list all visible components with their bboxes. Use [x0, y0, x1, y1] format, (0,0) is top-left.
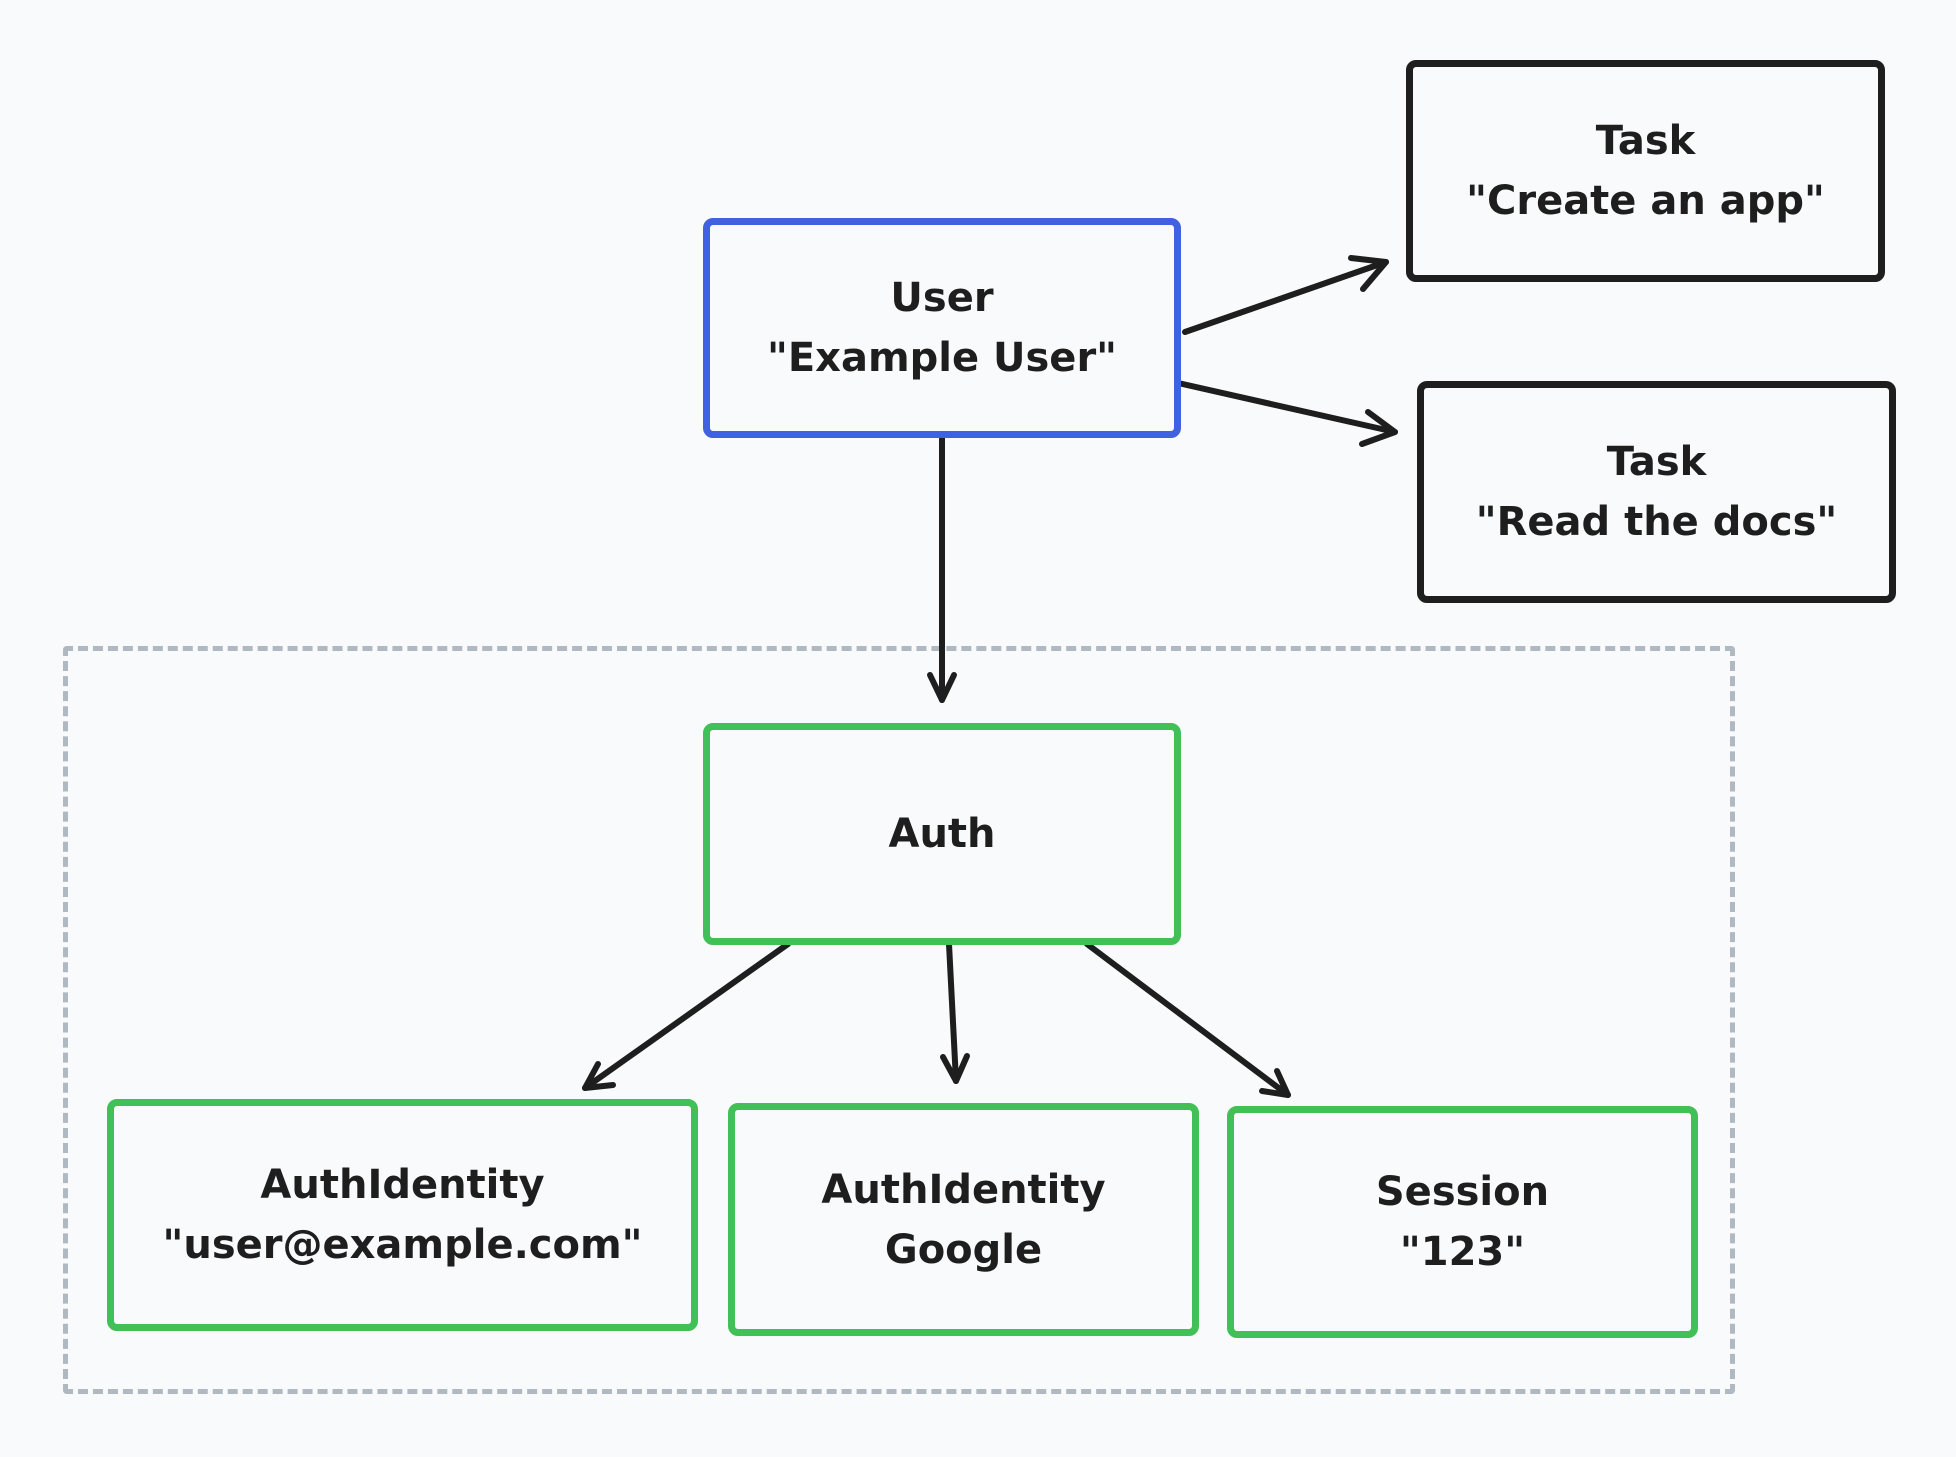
auth-node-type: Auth: [888, 811, 996, 857]
session-node[interactable]: Session "123": [1227, 1106, 1698, 1338]
auth-identity-google-node[interactable]: AuthIdentity Google: [728, 1103, 1199, 1336]
auth-group-boundary: [63, 646, 1735, 1394]
auth-identity-email-node[interactable]: AuthIdentity "user@example.com": [107, 1099, 698, 1331]
edge-auth-to-session: [1084, 941, 1291, 1098]
auth-identity-label: Google: [884, 1226, 1043, 1273]
task-node-type: Task: [1606, 439, 1707, 485]
user-node-type: User: [890, 275, 994, 321]
user-node-label: "Example User": [766, 335, 1118, 381]
task-node-create-app[interactable]: Task "Create an app": [1406, 60, 1885, 282]
edge-user-to-auth: [927, 433, 957, 703]
auth-identity-label: "user@example.com": [162, 1222, 643, 1268]
edge-user-to-task-1: [1182, 255, 1389, 335]
task-node-type: Task: [1595, 118, 1696, 164]
auth-identity-type: AuthIdentity: [260, 1162, 545, 1208]
task-node-label: "Read the docs": [1475, 499, 1838, 545]
edge-user-to-task-2: [1175, 380, 1398, 447]
auth-node[interactable]: Auth: [703, 723, 1181, 945]
user-node[interactable]: User "Example User": [703, 218, 1181, 438]
edge-auth-to-identity-email: [582, 941, 791, 1091]
auth-identity-type: AuthIdentity: [821, 1166, 1106, 1213]
edge-auth-to-identity-google: [940, 941, 970, 1084]
task-node-read-docs[interactable]: Task "Read the docs": [1417, 381, 1896, 603]
task-node-label: "Create an app": [1466, 178, 1825, 224]
session-node-label: "123": [1399, 1229, 1526, 1275]
session-node-type: Session: [1375, 1169, 1550, 1215]
